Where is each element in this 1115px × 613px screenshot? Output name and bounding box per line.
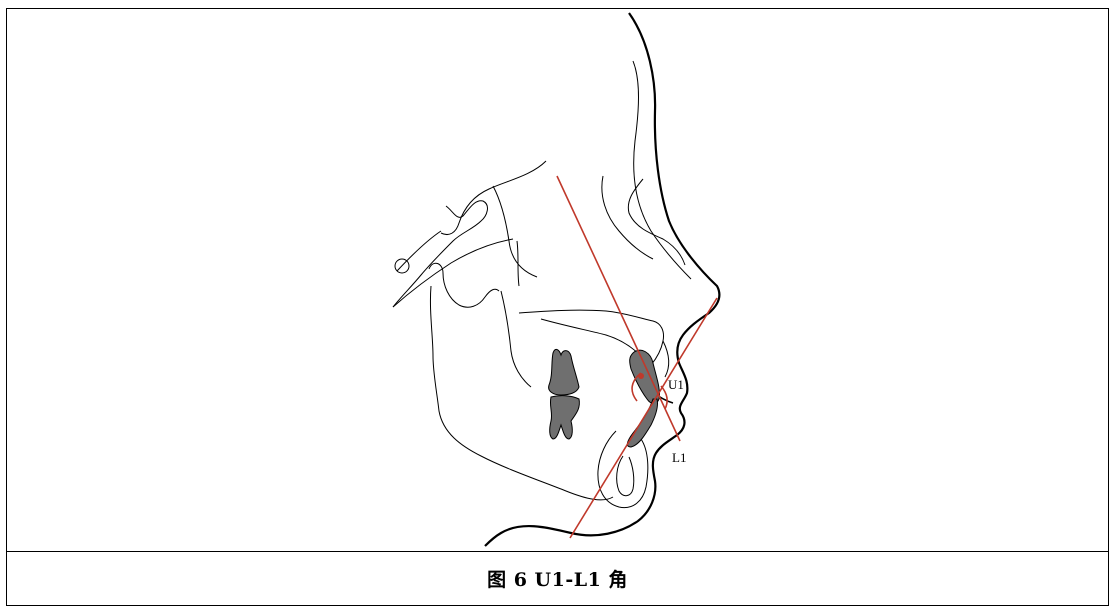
lower-incisor xyxy=(626,398,658,448)
ramus-inner xyxy=(500,290,532,388)
maxillary-line xyxy=(516,240,520,287)
upper-molar xyxy=(548,348,580,396)
cranial-base xyxy=(392,200,488,308)
label-u1: U1 xyxy=(668,377,684,392)
angle-vertex-dot xyxy=(638,373,644,379)
pterygoid-process xyxy=(428,262,500,308)
l1-axis-line xyxy=(569,297,718,539)
label-l1: L1 xyxy=(672,450,686,465)
orbital-rim xyxy=(492,185,538,278)
palatal-plane xyxy=(518,309,664,366)
figure-caption: 图 6 U1-L1 角 xyxy=(487,569,628,591)
cephalometric-diagram: U1 L1 xyxy=(392,12,721,547)
lower-molar xyxy=(549,395,580,440)
mandible-outline xyxy=(429,285,614,501)
orbit-contour xyxy=(440,160,547,236)
upper-lip-inner xyxy=(662,340,670,378)
skull-base-line xyxy=(392,238,514,308)
caption-row: 图 6 U1-L1 角 xyxy=(7,551,1108,605)
nasal-bone xyxy=(601,175,654,260)
symphysis-outer xyxy=(597,430,649,509)
u1-axis-line xyxy=(556,175,681,442)
figure-frame: U1 L1 图 6 U1-L1 角 xyxy=(6,8,1109,606)
porion-circle xyxy=(394,258,410,274)
soft-tissue-profile xyxy=(484,12,721,547)
angle-arc-lower xyxy=(660,385,668,410)
nasal-cartilage xyxy=(627,178,686,266)
symphysis-inner xyxy=(616,455,635,497)
nasal-contour xyxy=(632,60,692,280)
palate-lower xyxy=(540,318,642,357)
zygomatic-line xyxy=(396,230,442,272)
